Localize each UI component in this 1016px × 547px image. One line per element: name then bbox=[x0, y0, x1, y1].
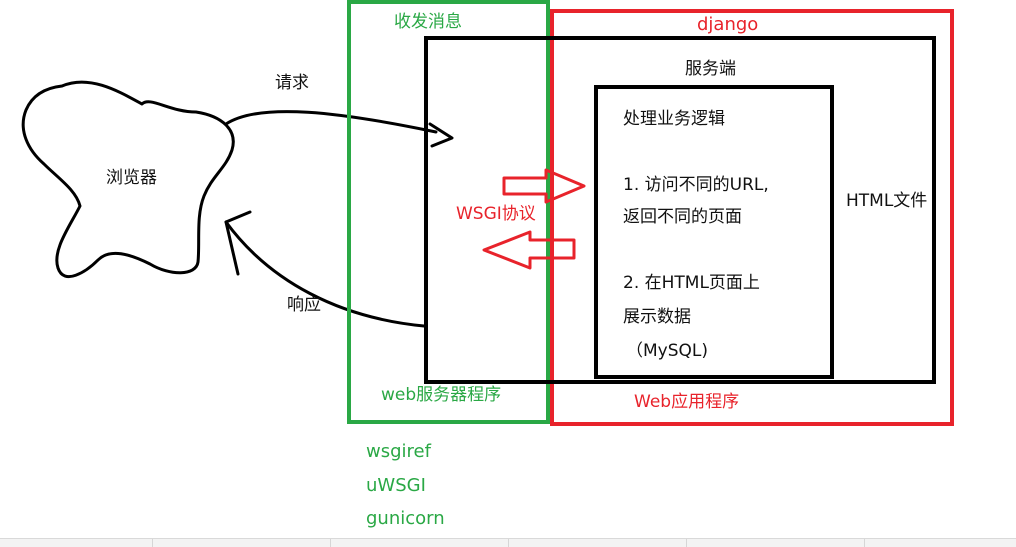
django-label: django bbox=[697, 14, 759, 35]
browser-label: 浏览器 bbox=[106, 168, 157, 188]
web-server-box bbox=[347, 0, 550, 424]
strip-divider bbox=[152, 539, 153, 547]
request-arrow bbox=[224, 110, 438, 134]
strip-divider bbox=[686, 539, 687, 547]
step2-line2: 展示数据 bbox=[623, 307, 691, 327]
request-arrowhead bbox=[428, 122, 454, 148]
wsgi-right-arrow bbox=[502, 168, 586, 204]
wsgi-left-arrow bbox=[482, 230, 576, 270]
business-logic-label: 处理业务逻辑 bbox=[623, 109, 725, 129]
server-item-uwsgi: uWSGI bbox=[366, 475, 426, 496]
server-item-wsgiref: wsgiref bbox=[366, 441, 431, 462]
business-logic-box bbox=[594, 85, 834, 379]
response-arrow bbox=[224, 220, 426, 328]
bottom-strip bbox=[0, 538, 1016, 547]
step2-line1: 2. 在HTML页面上 bbox=[623, 273, 760, 293]
response-arrowhead bbox=[224, 210, 252, 276]
html-file-label: HTML文件 bbox=[846, 191, 928, 211]
strip-divider bbox=[864, 539, 865, 547]
browser-blob bbox=[21, 80, 235, 279]
send-receive-label: 收发消息 bbox=[394, 12, 462, 32]
strip-divider bbox=[330, 539, 331, 547]
step2-line3: （MySQL) bbox=[626, 341, 709, 361]
web-app-program-label: Web应用程序 bbox=[634, 392, 740, 412]
response-label: 响应 bbox=[287, 295, 321, 315]
web-server-program-label: web服务器程序 bbox=[381, 385, 502, 405]
server-side-box bbox=[424, 36, 936, 384]
step1-line2: 返回不同的页面 bbox=[623, 207, 742, 227]
strip-divider bbox=[508, 539, 509, 547]
request-label: 请求 bbox=[275, 73, 309, 93]
server-item-gunicorn: gunicorn bbox=[366, 508, 445, 529]
step1-line1: 1. 访问不同的URL, bbox=[623, 175, 769, 195]
server-side-label: 服务端 bbox=[685, 59, 736, 79]
web-app-box bbox=[550, 9, 954, 426]
wsgi-protocol-label: WSGI协议 bbox=[456, 204, 536, 224]
